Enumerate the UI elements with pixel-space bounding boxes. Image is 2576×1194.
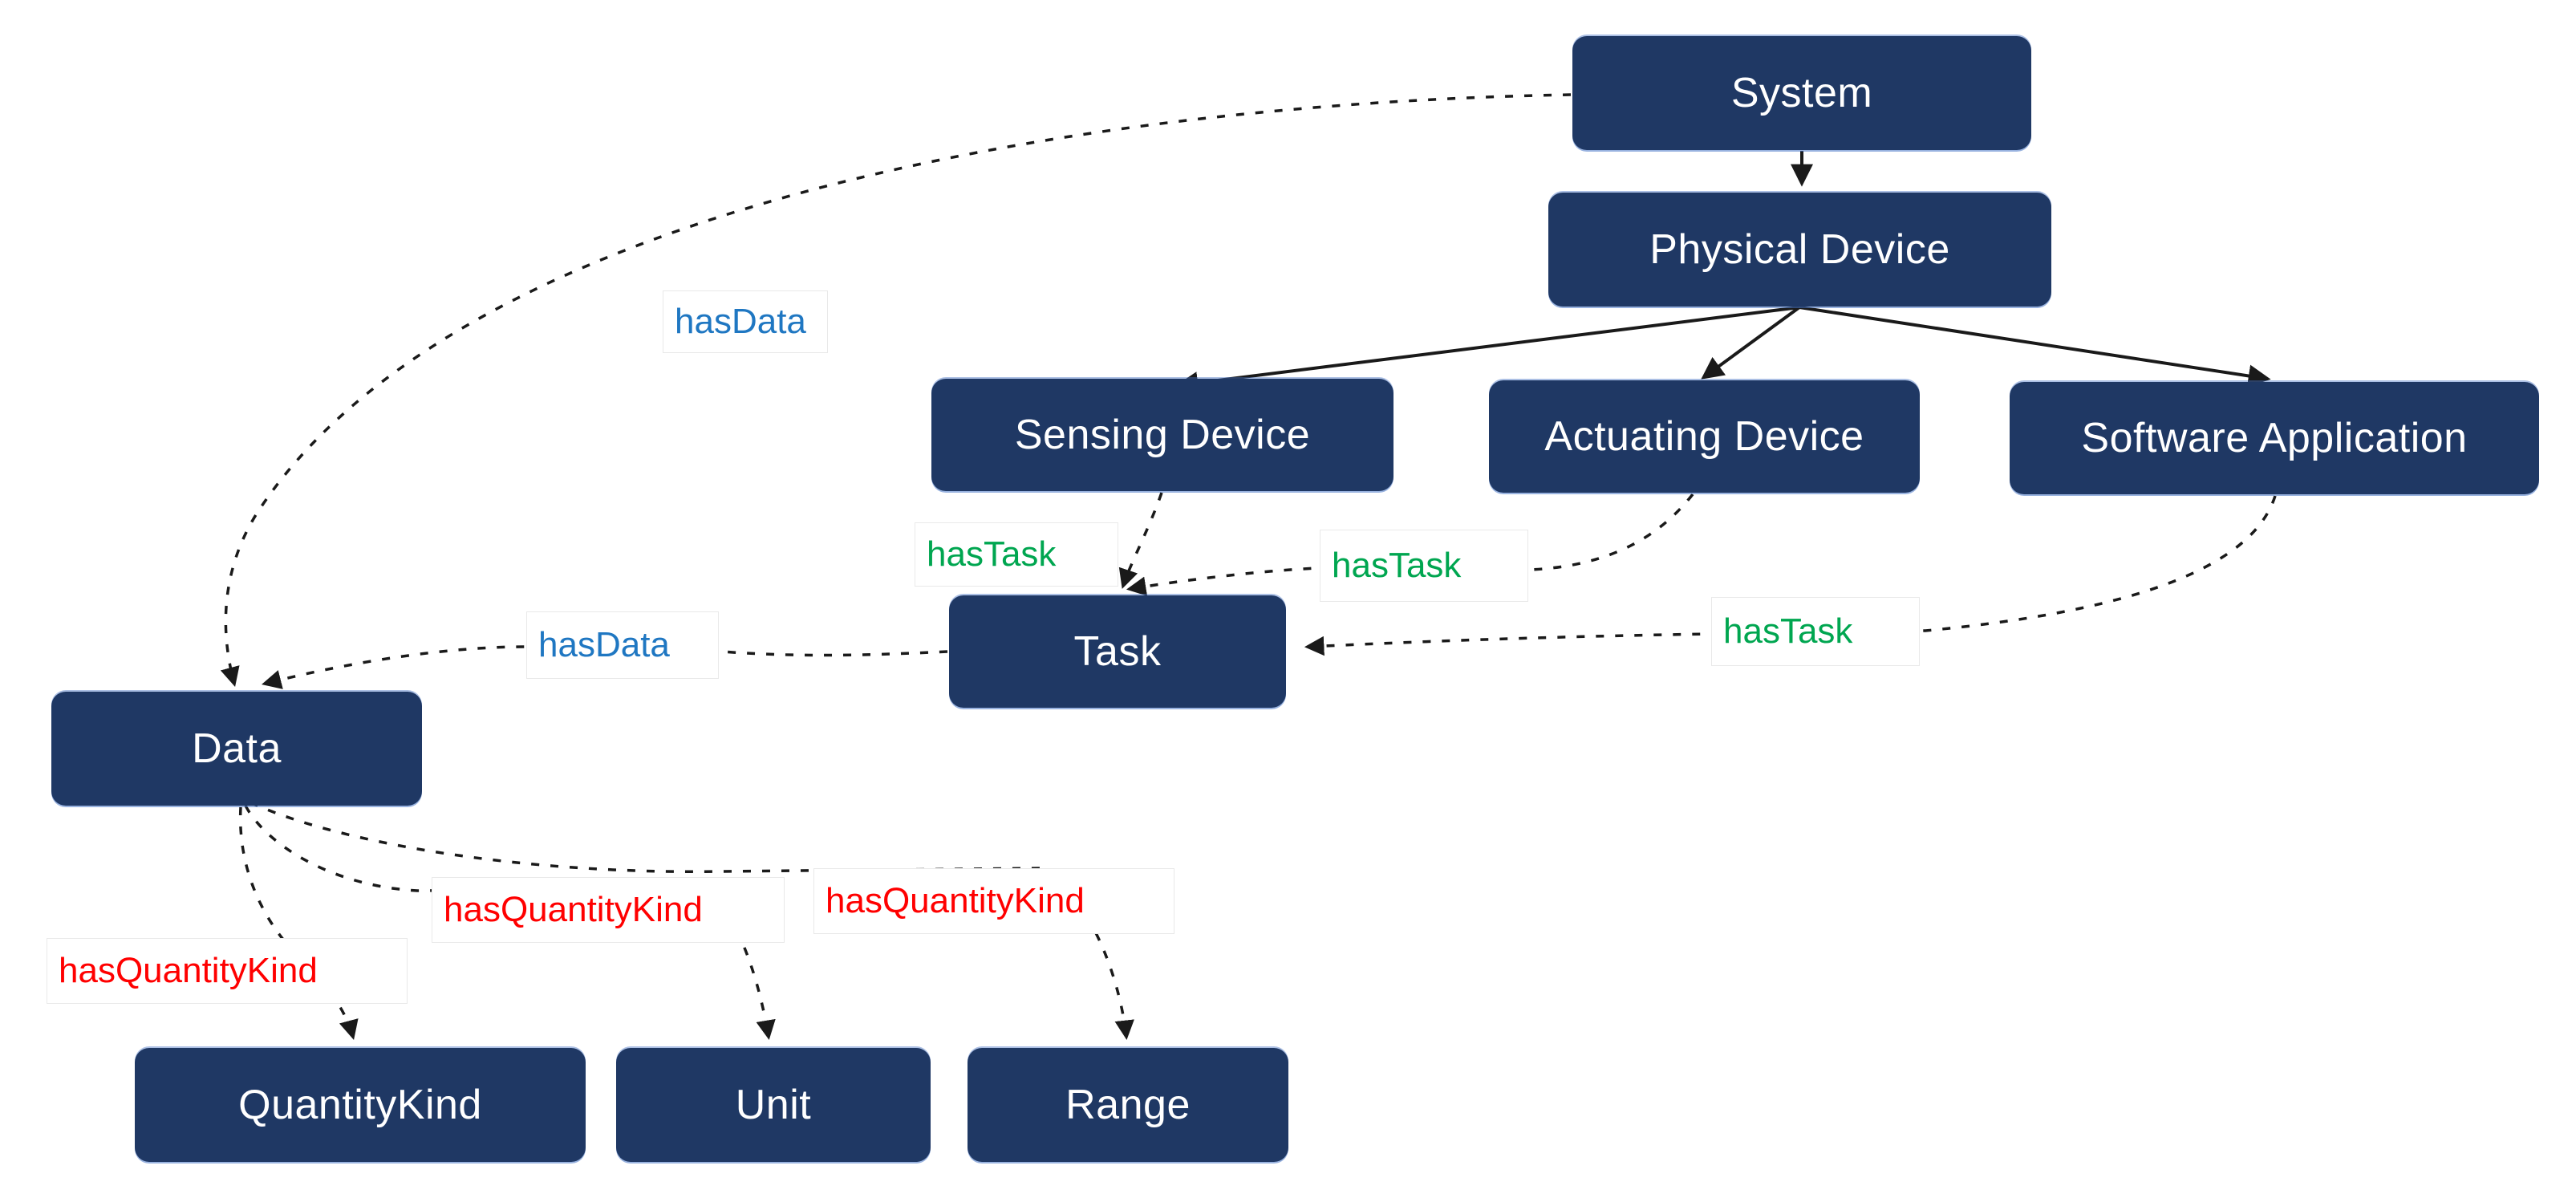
node-sensing-device-label: Sensing Device <box>1014 412 1311 458</box>
edge-label-text: hasTask <box>927 534 1057 574</box>
node-physical-device-label: Physical Device <box>1649 226 1950 273</box>
edge-label-hasquantitykind-quantitykind: hasQuantityKind <box>47 938 408 1004</box>
node-unit[interactable]: Unit <box>616 1048 931 1162</box>
edge-label-text: hasData <box>538 625 670 664</box>
node-software-application-label: Software Application <box>2081 415 2468 461</box>
node-unit-label: Unit <box>735 1082 812 1128</box>
node-data[interactable]: Data <box>51 692 422 806</box>
node-system-label: System <box>1730 70 1873 116</box>
edge-sensing-task <box>1118 492 1163 589</box>
node-data-label: Data <box>192 725 282 772</box>
edge-label-text: hasTask <box>1332 546 1462 585</box>
edge-label-hasdata-system-data: hasData <box>663 290 828 353</box>
node-quantitykind[interactable]: QuantityKind <box>135 1048 586 1162</box>
edge-label-text: hasTask <box>1723 611 1853 651</box>
edge-label-hasquantitykind-range: hasQuantityKind <box>813 868 1174 934</box>
edge-label-hasquantitykind-unit: hasQuantityKind <box>432 877 785 943</box>
edge-label-text: hasQuantityKind <box>444 890 703 929</box>
node-range-label: Range <box>1065 1082 1191 1128</box>
node-sensing-device[interactable]: Sensing Device <box>931 379 1393 491</box>
edge-label-text: hasQuantityKind <box>826 881 1085 920</box>
node-actuating-device-label: Actuating Device <box>1544 413 1864 460</box>
edge-label-hasdata-task-data: hasData <box>526 611 719 679</box>
edge-label-text: hasData <box>675 302 806 341</box>
edge-physical-actuating <box>1701 306 1801 380</box>
edge-label-hastask-actuating: hasTask <box>1320 530 1528 602</box>
edge-physical-software <box>1799 306 2271 388</box>
node-system[interactable]: System <box>1572 36 2031 150</box>
node-physical-device[interactable]: Physical Device <box>1548 193 2051 307</box>
node-task-label: Task <box>1073 628 1162 675</box>
edge-physical-sensing <box>1175 306 1800 394</box>
edge-label-hastask-sensing: hasTask <box>915 522 1118 587</box>
node-task[interactable]: Task <box>949 595 1286 708</box>
node-quantitykind-label: QuantityKind <box>238 1082 482 1128</box>
edge-label-hastask-software: hasTask <box>1711 597 1920 666</box>
edge-label-text: hasQuantityKind <box>59 951 318 990</box>
node-range[interactable]: Range <box>968 1048 1288 1162</box>
node-software-application[interactable]: Software Application <box>2010 382 2539 494</box>
node-actuating-device[interactable]: Actuating Device <box>1489 380 1920 493</box>
